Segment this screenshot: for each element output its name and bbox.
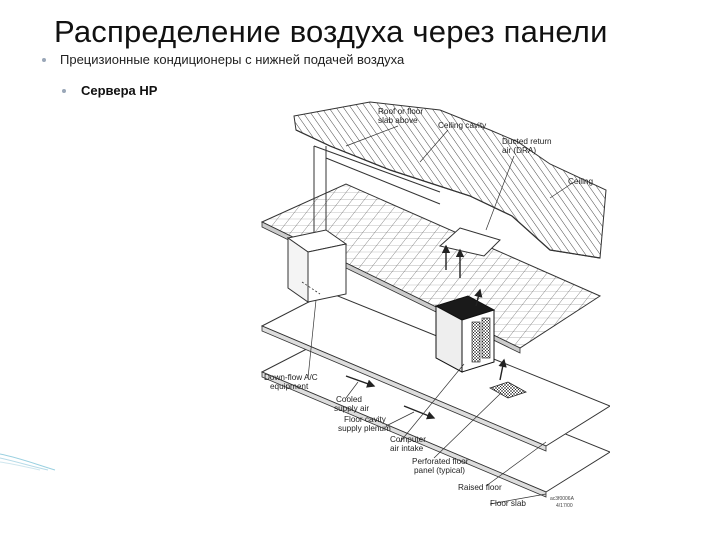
perforated-tile <box>489 381 527 399</box>
airflow-arrows <box>345 244 507 420</box>
label-ceiling: Ceiling <box>568 177 593 186</box>
server-racks <box>434 295 496 373</box>
label-raised-floor: Raised floor <box>458 483 502 492</box>
bullet-text: Прецизионные кондиционеры с нижней подач… <box>60 52 405 67</box>
sub-bullet-text: Сервера HP <box>81 83 158 98</box>
label-floor-slab: Floor slab <box>490 499 526 508</box>
bullet-list: Прецизионные кондиционеры с нижней подач… <box>40 52 404 98</box>
roof-slab <box>293 101 607 259</box>
bullet-dot-icon <box>42 58 46 62</box>
raised-floor <box>260 291 610 452</box>
bullet-dot-icon <box>62 89 66 93</box>
ducted-return-duct <box>313 145 501 257</box>
leader-lines <box>307 125 575 505</box>
sub-bullet-item: Сервера HP <box>40 83 404 98</box>
bullet-item: Прецизионные кондиционеры с нижней подач… <box>40 52 404 67</box>
slide-title: Распределение воздуха через панели <box>54 14 608 49</box>
decorative-swoosh <box>0 453 56 471</box>
downflow-ac-unit <box>286 229 348 303</box>
label-ceiling-cavity: Ceiling cavity <box>438 121 487 130</box>
